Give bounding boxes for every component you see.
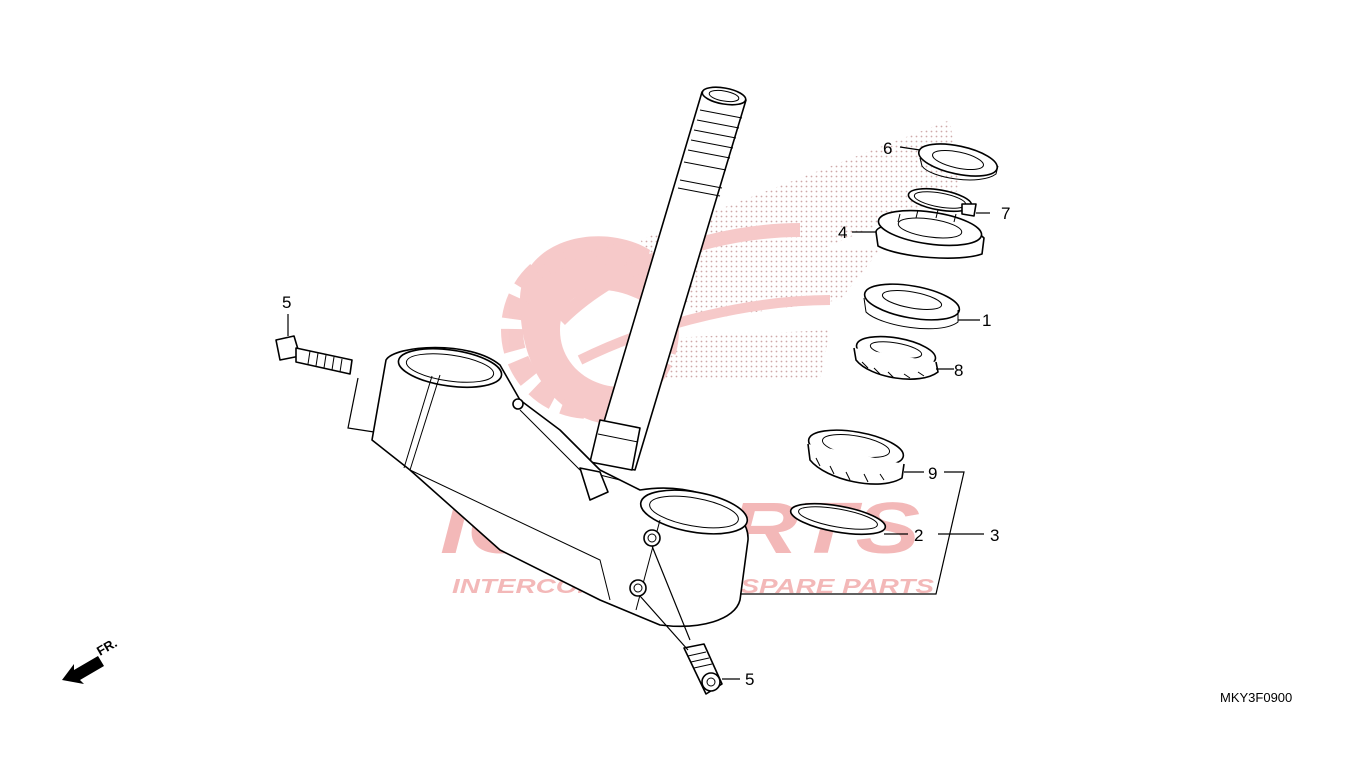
assembly-bracket <box>740 471 984 595</box>
lower-bearing <box>807 429 924 485</box>
lock-washer <box>907 187 990 217</box>
front-indicator-label: FR. <box>94 635 120 658</box>
adjusting-nut <box>852 209 985 259</box>
pinch-bolt-lower <box>639 545 740 695</box>
front-arrow-icon: FR. <box>62 635 120 684</box>
callout-1: 1 <box>982 311 991 330</box>
steering-stem-nut-top <box>899 143 999 181</box>
callout-4: 4 <box>838 223 847 242</box>
lower-dust-seal <box>789 502 908 536</box>
callout-5-lower: 5 <box>745 670 754 689</box>
drawing-code: MKY3F0900 <box>1220 690 1292 705</box>
callout-7: 7 <box>1001 204 1010 223</box>
callout-9: 9 <box>928 464 937 483</box>
callout-3: 3 <box>990 526 999 545</box>
callout-8: 8 <box>954 361 963 380</box>
lower-triple-clamp <box>371 346 749 628</box>
callout-6: 6 <box>883 139 892 158</box>
watermark-wing-logo <box>501 120 960 425</box>
upper-bearing <box>853 335 954 380</box>
steering-stem-shaft <box>589 86 747 471</box>
callout-2: 2 <box>914 526 923 545</box>
pinch-bolt-upper <box>275 314 375 433</box>
dust-seal <box>863 283 980 330</box>
callout-5-upper: 5 <box>282 293 291 312</box>
